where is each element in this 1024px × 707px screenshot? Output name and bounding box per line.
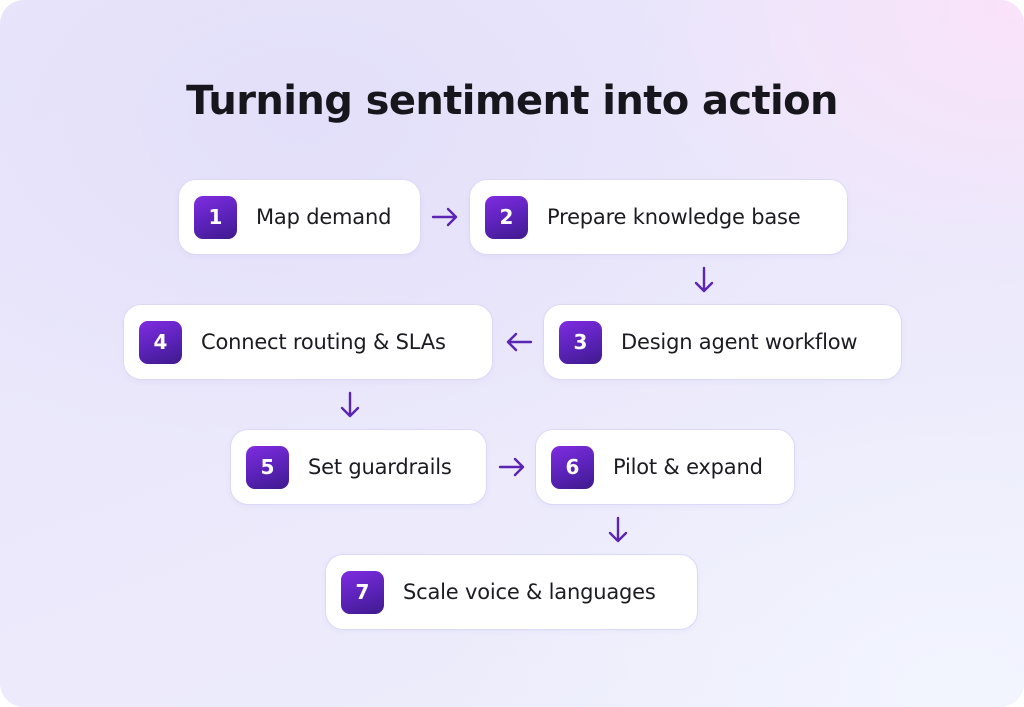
arrow-right-icon — [428, 200, 462, 234]
step-number-badge: 7 — [341, 570, 384, 614]
step-number-badge: 5 — [246, 445, 289, 489]
arrow-down-icon — [333, 388, 367, 422]
step-label: Connect routing & SLAs — [201, 330, 446, 354]
step-number-badge: 1 — [194, 195, 237, 239]
step-3-design-agent-workflow: 3 Design agent workflow — [543, 304, 902, 380]
step-label: Set guardrails — [308, 455, 452, 479]
step-label: Prepare knowledge base — [547, 205, 801, 229]
step-number-badge: 6 — [551, 445, 594, 489]
step-label: Pilot & expand — [613, 455, 763, 479]
arrow-left-icon — [502, 325, 536, 359]
step-label: Scale voice & languages — [403, 580, 656, 604]
step-number-badge: 3 — [559, 320, 602, 364]
diagram-title: Turning sentiment into action — [186, 78, 838, 124]
step-1-map-demand: 1 Map demand — [178, 179, 421, 255]
step-4-connect-routing-slas: 4 Connect routing & SLAs — [123, 304, 493, 380]
step-number-badge: 2 — [485, 195, 528, 239]
step-2-prepare-knowledge-base: 2 Prepare knowledge base — [469, 179, 848, 255]
step-label: Map demand — [256, 205, 392, 229]
step-5-set-guardrails: 5 Set guardrails — [230, 429, 487, 505]
step-label: Design agent workflow — [621, 330, 858, 354]
arrow-down-icon — [601, 513, 635, 547]
step-7-scale-voice-languages: 7 Scale voice & languages — [325, 554, 698, 630]
step-6-pilot-expand: 6 Pilot & expand — [535, 429, 795, 505]
arrow-down-icon — [687, 263, 721, 297]
arrow-right-icon — [495, 450, 529, 484]
step-number-badge: 4 — [139, 320, 182, 364]
